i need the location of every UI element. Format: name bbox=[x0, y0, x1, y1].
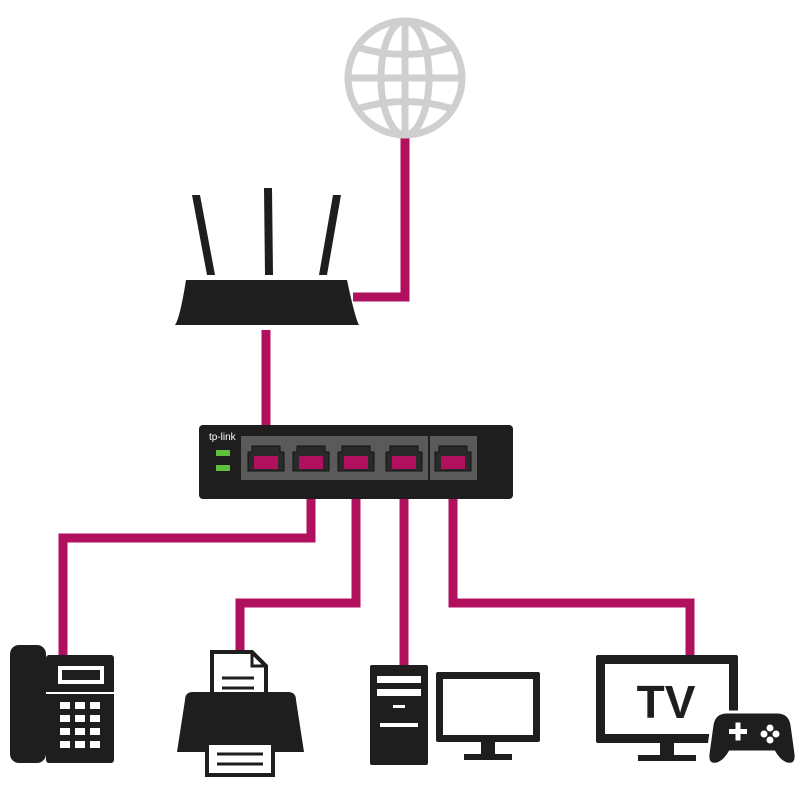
switch-led-2 bbox=[216, 465, 230, 471]
phone-keypad bbox=[60, 702, 100, 748]
gamepad-icon bbox=[706, 710, 798, 766]
tv-screen-text: TV bbox=[637, 676, 696, 728]
cable-globe-router bbox=[353, 138, 410, 302]
phone-handset bbox=[10, 645, 46, 763]
tv-icon: TV bbox=[596, 655, 738, 761]
switch-led-1 bbox=[216, 450, 230, 456]
desktop-computer-icon bbox=[370, 665, 540, 765]
printer-icon bbox=[177, 650, 304, 777]
switch-brand-label: tp-link bbox=[209, 432, 237, 443]
desk-phone-icon bbox=[10, 645, 114, 763]
tv-screen bbox=[605, 664, 729, 734]
cables bbox=[58, 138, 695, 665]
cable-switch-phone bbox=[58, 462, 316, 660]
router-icon bbox=[175, 188, 359, 325]
cable-switch-printer bbox=[235, 462, 361, 665]
printer-paper-out bbox=[205, 741, 275, 777]
cable-switch-tv bbox=[448, 462, 695, 655]
network-switch-icon: tp-link bbox=[199, 425, 513, 499]
switch-plugs bbox=[254, 456, 465, 469]
globe-icon bbox=[344, 17, 466, 139]
